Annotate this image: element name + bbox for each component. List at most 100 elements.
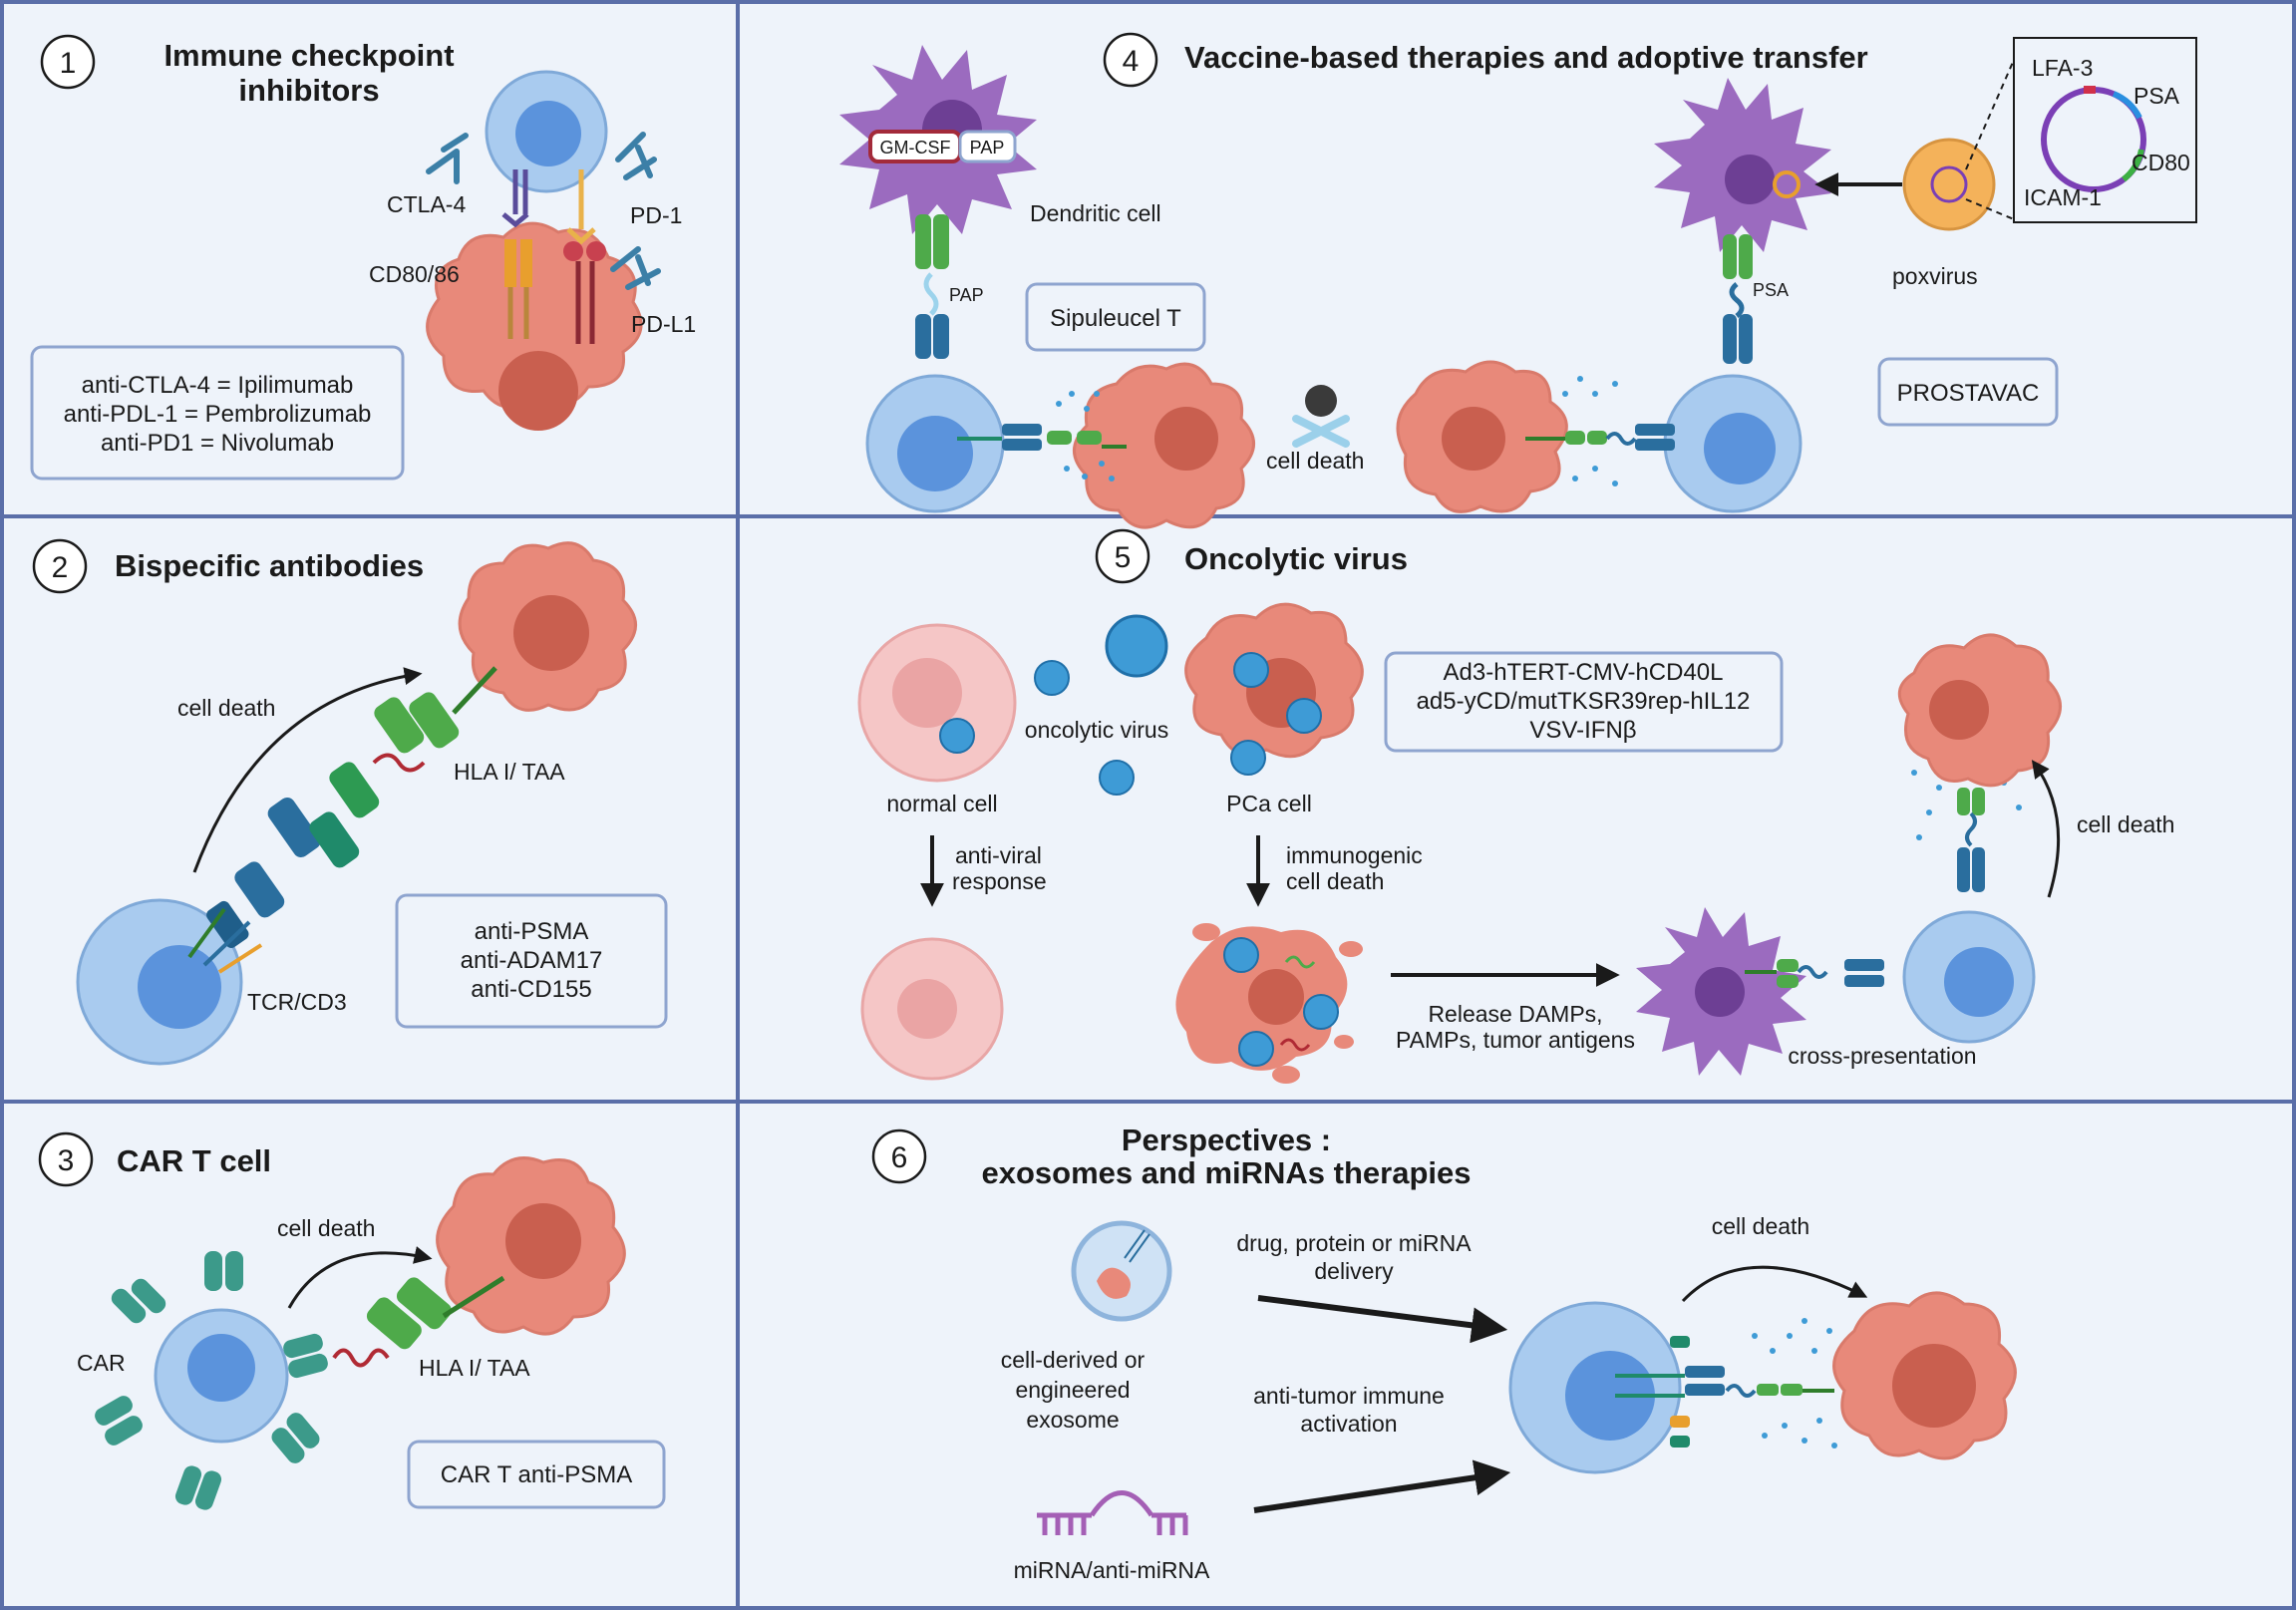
- mhc-psa-complex: [1723, 234, 1753, 364]
- panel-3: 3 CAR T cell cell death CAR: [38, 1131, 666, 1510]
- tumor-cell-nucleus: [498, 351, 578, 431]
- panel-1-drug-box: [30, 345, 405, 481]
- prostavac-box-label: PROSTAVAC: [1897, 380, 2040, 407]
- virus-particle-large: [1105, 614, 1168, 678]
- panel-1-title-line-2: inhibitors: [238, 73, 379, 108]
- virus-particle: [1233, 652, 1269, 688]
- label-car: CAR: [77, 1350, 126, 1376]
- virus-particle: [1230, 740, 1266, 776]
- t-cell-nucleus: [138, 945, 221, 1029]
- tcr-mhc-complex: [1615, 1336, 1834, 1448]
- panel-1-box-line-3: anti-PD1 = Nivolumab: [101, 430, 334, 457]
- zoom-line: [1965, 198, 2015, 220]
- virus-particle: [1223, 937, 1259, 973]
- label-psa-plasmid: PSA: [2133, 83, 2180, 109]
- panel-3-number-circle: [38, 1131, 94, 1187]
- prostavac-box: [1877, 357, 2059, 427]
- label-pap-tag: PAP: [970, 138, 1005, 158]
- panel-5-number: 5: [1115, 541, 1132, 574]
- car-binding: [332, 1275, 505, 1368]
- panel-6: 6 Perspectives : exosomes and miRNAs the…: [871, 1123, 2017, 1583]
- cell-death-arrow: [287, 1246, 433, 1309]
- plasmid-psa-segment: [2112, 91, 2142, 120]
- t-cell-nucleus: [1944, 947, 2014, 1017]
- tumor-cell-nucleus: [1154, 407, 1218, 471]
- label-antiviral-line-2: response: [952, 868, 1047, 894]
- exosome-cargo-drug: [1097, 1267, 1131, 1299]
- label-hla-taa: HLA I/ TAA: [454, 759, 565, 785]
- tumor-cell-nucleus: [1892, 1344, 1976, 1428]
- activation-arrow: [1253, 1459, 1511, 1513]
- label-tcr-cd3: TCR/CD3: [247, 989, 347, 1015]
- label-antiviral-line-1: anti-viral: [955, 842, 1042, 868]
- label-gm-csf: GM-CSF: [880, 138, 951, 158]
- panel-1: 1 Immune checkpoint inhibitors CTL: [30, 34, 696, 481]
- label-delivery-line-1: drug, protein or miRNA: [1236, 1230, 1472, 1256]
- mirna-icon: [1037, 1490, 1188, 1535]
- tcr-tumor-complex: [1957, 788, 1985, 892]
- label-activation-line-2: activation: [1300, 1411, 1397, 1437]
- panel-5-box-line-2: ad5-yCD/mutTKSR39rep-hIL12: [1417, 688, 1751, 715]
- panel-5-virus-box: [1384, 651, 1784, 753]
- normal-cell-nucleus: [892, 658, 962, 728]
- label-pap: PAP: [949, 285, 984, 305]
- panel-6-number-circle: [871, 1128, 927, 1184]
- panel-2: 2 Bispecific antibodies cell death HLA I…: [32, 538, 668, 1066]
- label-icam1: ICAM-1: [2024, 184, 2102, 210]
- label-lfa3: LFA-3: [2032, 55, 2093, 81]
- panel-5: 5 Oncolytic virus normal cell oncolytic …: [857, 528, 2174, 1084]
- panel-2-box-line-3: anti-CD155: [471, 976, 591, 1003]
- panel-1-number-circle: [40, 34, 96, 90]
- sipuleucel-box-label: Sipuleucel T: [1050, 305, 1181, 332]
- panel-1-title-line-1: Immune checkpoint: [164, 38, 454, 73]
- checkpoint-receptors: [501, 169, 606, 344]
- tumor-cell-nucleus: [1929, 680, 1989, 740]
- virus-particle: [1099, 760, 1135, 796]
- exosome-cargo-mirna: [1124, 1229, 1150, 1263]
- mhc-tcr-complex: [1745, 959, 1884, 988]
- label-exosome-line-3: exosome: [1026, 1407, 1119, 1433]
- label-mirna: miRNA/anti-miRNA: [1014, 1557, 1210, 1583]
- cell-death-arrow: [2031, 760, 2061, 898]
- label-hla-taa: HLA I/ TAA: [419, 1355, 530, 1381]
- cell-death-arrow: [192, 667, 423, 873]
- antigen-squiggle: [1279, 1038, 1311, 1052]
- label-release-line-2: PAMPs, tumor antigens: [1396, 1027, 1635, 1053]
- label-ctla4: CTLA-4: [387, 191, 466, 217]
- delivery-arrow: [1257, 1295, 1508, 1344]
- tumor-cell-nucleus: [505, 1203, 581, 1279]
- label-activation-line-1: anti-tumor immune: [1253, 1383, 1445, 1409]
- poxvirus: [1902, 138, 1996, 231]
- panel-2-number-circle: [32, 538, 88, 594]
- label-cell-death: cell death: [177, 695, 275, 721]
- mhc-pap-complex: [915, 214, 949, 359]
- label-delivery-line-2: delivery: [1314, 1258, 1394, 1284]
- panel-6-title-line-1: Perspectives :: [1122, 1123, 1331, 1157]
- panel-2-number: 2: [52, 551, 69, 584]
- panel-5-title: Oncolytic virus: [1184, 541, 1408, 576]
- normal-cell-nucleus: [897, 979, 957, 1039]
- panel-3-drug-box: [407, 1440, 666, 1509]
- tcr-mhc-complex: [957, 424, 1127, 451]
- virus-particle: [939, 718, 975, 754]
- virus-particle: [1034, 660, 1070, 696]
- label-poxvirus: poxvirus: [1892, 263, 1978, 289]
- tcr-mhc-complex: [1525, 424, 1675, 451]
- panel-4: 4 Vaccine-based therapies and adoptive t…: [839, 32, 2197, 529]
- label-exosome-line-2: engineered: [1015, 1377, 1130, 1403]
- label-dendritic-cell: Dendritic cell: [1030, 200, 1161, 226]
- label-cd8086: CD80/86: [369, 261, 460, 287]
- tumor-cell-nucleus: [513, 595, 589, 671]
- label-pdl1: PD-L1: [631, 311, 696, 337]
- skull-icon: [1292, 385, 1350, 448]
- t-cell-nucleus: [1704, 413, 1776, 484]
- label-cell-death: cell death: [2077, 811, 2174, 837]
- panel-4-title: Vaccine-based therapies and adoptive tra…: [1184, 40, 1868, 75]
- antigen-particle: [1773, 170, 1801, 198]
- panel-1-number: 1: [60, 47, 77, 80]
- panel-6-number: 6: [891, 1141, 908, 1174]
- car-t-cell-nucleus: [187, 1334, 255, 1402]
- label-cross-presentation: cross-presentation: [1788, 1043, 1976, 1069]
- label-cell-death: cell death: [1266, 448, 1364, 474]
- label-immunogenic-line-2: cell death: [1286, 868, 1384, 894]
